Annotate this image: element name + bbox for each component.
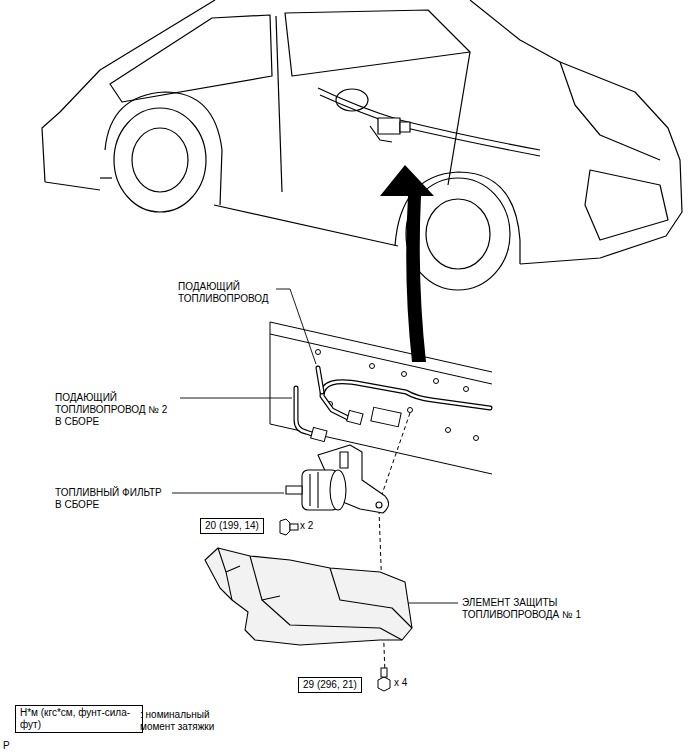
torque-box: 29 (296, 21) [298, 677, 362, 693]
bolt-symbol [290, 524, 298, 530]
fuel-pipes [296, 388, 312, 434]
torque-value: Н*м (кгс*см, фунт-сила-фут) [20, 707, 138, 731]
vehicle-outline [318, 88, 540, 150]
leader-line [180, 398, 292, 399]
torque-value: 20 (199, 14) [205, 520, 259, 532]
fuel-filter [286, 486, 302, 494]
vehicle-outline [276, 16, 282, 192]
vehicle-outline [60, 0, 215, 112]
fuel-pipes [322, 382, 490, 418]
vehicle-outline [42, 112, 60, 182]
frame-panel [371, 407, 401, 427]
vehicle-outline [114, 108, 206, 212]
vehicle-outline [42, 0, 682, 290]
vehicle-outline [110, 15, 272, 102]
vehicle-outline [585, 170, 668, 240]
frame-panel [464, 387, 469, 392]
vehicle-outline [378, 118, 400, 134]
frame-panel [270, 322, 271, 424]
part-name: ПОДАЮЩИЙ ТОПЛИВОПРОВОД [178, 281, 269, 305]
leader-line [408, 603, 458, 604]
frame-panel [434, 379, 439, 384]
fuel-filter [330, 470, 346, 510]
direction-arrow [380, 165, 434, 362]
part-name: ТОПЛИВНЫЙ ФИЛЬТР В СБОРЕ [55, 487, 169, 511]
frame-panel [270, 322, 492, 372]
part-name: ПОДАЮЩИЙ ТОПЛИВОПРОВОД № 2 В СБОРЕ [55, 392, 173, 428]
bolt-symbol [378, 668, 390, 691]
protector-shield [218, 548, 412, 640]
vehicle-outline [370, 126, 392, 142]
torque-value: 29 (296, 21) [303, 679, 357, 691]
fuel-filter [376, 502, 382, 508]
legend-text: : номинальный момент затяжки [140, 709, 236, 733]
quantity: x 4 [394, 677, 407, 689]
part-name: ЭЛЕМЕНТ ЗАЩИТЫ ТОПЛИВОПРОВОДА № 1 [462, 597, 594, 621]
torque-box: 20 (199, 14) [200, 518, 264, 534]
vehicle-outline [520, 62, 682, 264]
leader-line [276, 289, 316, 364]
bolt-symbol [280, 519, 290, 535]
legend-box: Н*м (кгс*см, фунт-сила-фут) [15, 705, 143, 733]
frame-panel [316, 350, 321, 355]
vehicle-outline [448, 52, 470, 185]
fuel-pipes [347, 410, 363, 424]
fuel-pipes [296, 388, 312, 434]
frame-panel [270, 334, 492, 384]
bolt-symbol [378, 677, 390, 691]
vehicle-outline [45, 182, 100, 190]
frame-panel [370, 364, 375, 369]
figure-code: P [3, 740, 10, 752]
frame-panel [402, 372, 407, 377]
protector-shield [205, 548, 412, 645]
fuel-pipes [296, 368, 490, 442]
fuel-filter [340, 452, 348, 468]
vehicle-outline [214, 205, 398, 246]
vehicle-outline [100, 177, 112, 178]
fuel-filter [310, 472, 318, 508]
fuel-pipes [322, 382, 490, 418]
fuel-pipes [318, 368, 322, 392]
bolt-symbol [381, 668, 387, 677]
fuel-pipes [318, 368, 322, 392]
frame-panel [474, 436, 479, 441]
vehicle-outline [426, 199, 490, 269]
fuel-filter [286, 445, 389, 513]
protector-shield [205, 548, 412, 645]
frame-panel [408, 408, 413, 413]
frame-panel [270, 322, 492, 474]
bolt-symbol [280, 519, 298, 535]
protector-shield [226, 566, 280, 600]
fuel-pipes [311, 427, 327, 441]
vehicle-outline [132, 128, 188, 192]
vehicle-outline [400, 122, 410, 132]
vehicle-outline [470, 0, 560, 62]
vehicle-outline [285, 10, 470, 76]
vehicle-outline [560, 62, 660, 160]
quantity: x 2 [300, 520, 313, 532]
vehicle-outline [320, 95, 540, 156]
frame-panel [446, 428, 451, 433]
leader-line [172, 289, 458, 603]
leader-line [172, 493, 284, 494]
